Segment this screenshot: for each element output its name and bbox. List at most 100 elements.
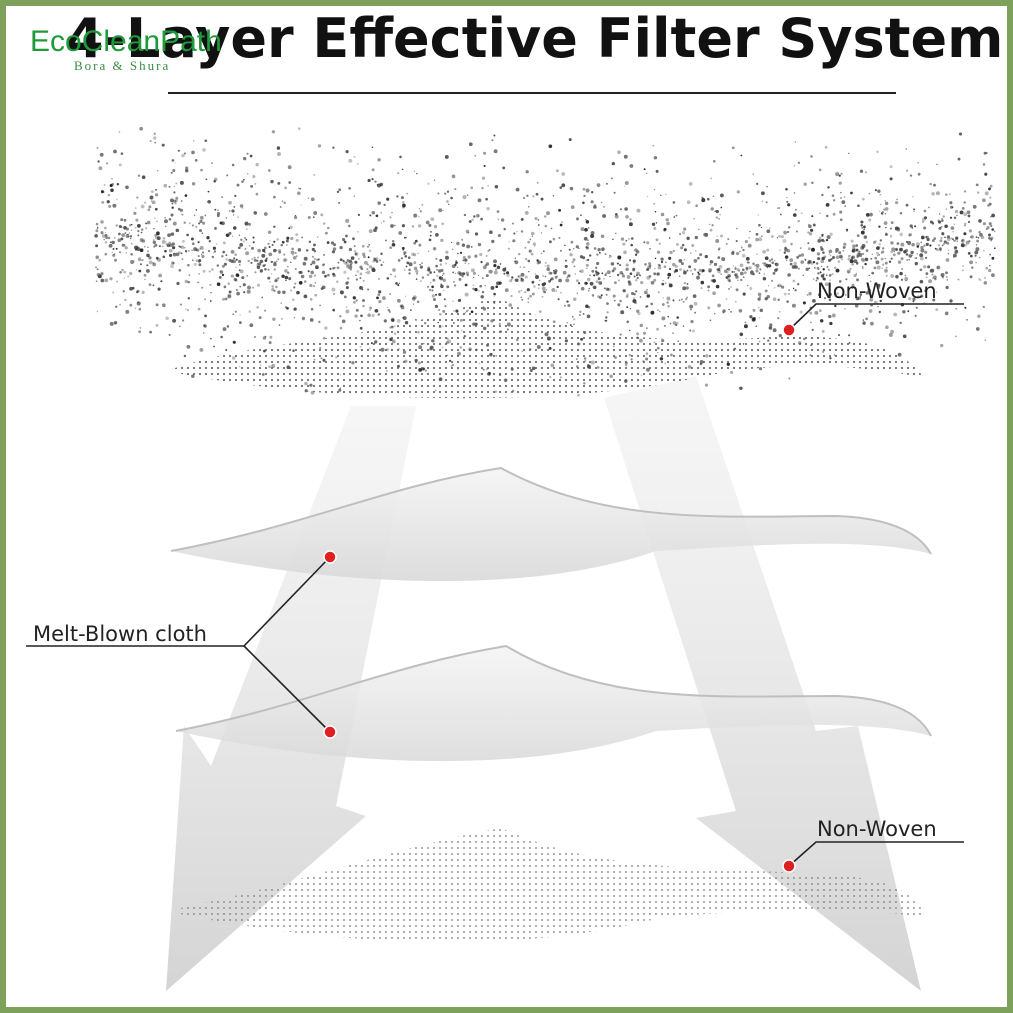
dust-particle	[200, 168, 203, 172]
dust-particle	[936, 163, 938, 166]
dust-particle	[276, 146, 281, 150]
dust-particle	[963, 190, 967, 193]
dust-particle	[428, 223, 432, 227]
dust-particle	[893, 250, 895, 253]
dust-particle	[103, 183, 106, 187]
dust-particle	[876, 265, 881, 270]
dust-particle	[567, 274, 571, 278]
dust-particle	[129, 303, 133, 307]
dust-particle	[233, 257, 236, 260]
dust-particle	[371, 168, 375, 172]
dust-particle	[920, 294, 924, 298]
dust-particle	[940, 273, 945, 277]
dust-particle	[662, 279, 664, 282]
dust-particle	[213, 180, 216, 183]
dust-particle	[913, 208, 916, 211]
dust-particle	[390, 317, 395, 322]
dust-particle	[147, 208, 151, 212]
dust-particle	[371, 313, 375, 318]
dust-particle	[589, 281, 594, 286]
dust-particle	[235, 266, 237, 269]
dust-particle	[236, 291, 241, 296]
dust-particle	[161, 240, 166, 244]
dust-particle	[456, 241, 460, 246]
dust-particle	[362, 299, 365, 302]
dust-particle	[347, 281, 349, 283]
dust-particle	[788, 377, 791, 380]
dust-particle	[752, 173, 754, 175]
dust-particle	[608, 256, 611, 259]
dust-particle	[507, 247, 510, 250]
dust-particle	[103, 238, 105, 241]
dust-particle	[183, 354, 187, 358]
dust-particle	[201, 286, 204, 289]
dust-particle	[786, 300, 789, 303]
dust-particle	[413, 253, 417, 257]
dust-particle	[580, 269, 584, 274]
dust-particle	[596, 271, 599, 274]
dust-particle	[611, 161, 615, 166]
dust-particle	[578, 314, 581, 317]
dust-particle	[211, 255, 215, 259]
dust-particle	[96, 272, 101, 277]
dust-particle	[710, 177, 713, 180]
dust-particle	[275, 277, 279, 282]
dust-particle	[856, 254, 858, 256]
dust-particle	[397, 171, 400, 175]
dust-particle	[686, 269, 689, 272]
dust-particle	[498, 281, 502, 285]
dust-particle	[125, 252, 127, 254]
dust-particle	[629, 329, 631, 332]
dust-particle	[202, 221, 206, 225]
dust-particle	[569, 186, 574, 191]
dust-particle	[137, 234, 140, 237]
dust-particle	[129, 271, 133, 276]
dust-particle	[485, 197, 488, 201]
dust-particle	[909, 174, 913, 177]
dust-particle	[345, 261, 348, 264]
dust-particle	[359, 272, 363, 276]
dust-particle	[136, 291, 139, 294]
dust-particle	[960, 243, 965, 248]
dust-particle	[908, 234, 910, 237]
dust-particle	[281, 274, 285, 278]
dust-particle	[336, 266, 340, 270]
dust-particle	[537, 260, 541, 264]
dust-particle	[494, 184, 499, 189]
dust-particle	[868, 274, 870, 277]
dust-particle	[403, 253, 406, 255]
dust-particle	[710, 207, 714, 211]
dust-particle	[171, 159, 175, 162]
dust-particle	[519, 266, 522, 268]
dust-particle	[890, 235, 892, 237]
dust-particle	[339, 315, 342, 318]
filter-diagram	[26, 126, 996, 991]
dust-particle	[246, 228, 248, 230]
dust-particle	[917, 172, 921, 176]
dust-particle	[874, 240, 877, 243]
dust-particle	[788, 289, 790, 291]
dust-particle	[835, 250, 838, 254]
dust-particle	[213, 252, 215, 254]
dust-particle	[838, 251, 842, 255]
dust-particle	[748, 266, 752, 270]
dust-particle	[602, 214, 606, 218]
dust-particle	[343, 270, 347, 274]
dust-particle	[689, 329, 692, 332]
dust-particle	[339, 245, 343, 250]
dust-particle	[359, 276, 362, 280]
dust-particle	[253, 256, 256, 259]
dust-particle	[967, 214, 971, 218]
dust-particle	[457, 252, 459, 255]
dust-particle	[368, 229, 373, 234]
dust-particle	[250, 184, 254, 188]
dust-particle	[905, 240, 908, 243]
dust-particle	[321, 270, 326, 275]
dust-particle	[497, 234, 501, 238]
dust-particle	[414, 239, 418, 243]
dust-particle	[847, 255, 851, 258]
dust-particle	[387, 306, 389, 308]
dust-particle	[595, 271, 600, 276]
dust-particle	[137, 224, 141, 228]
dust-particle	[881, 267, 883, 269]
